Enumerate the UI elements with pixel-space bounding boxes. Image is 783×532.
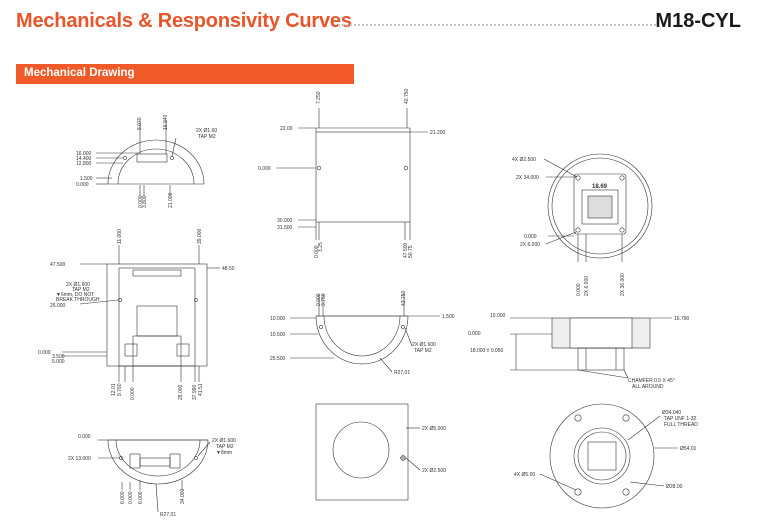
v4-dim-b1: 12.01: [111, 383, 117, 396]
v1-dim-l2: 14.400: [76, 156, 92, 162]
v7-dim-l1: 0.000: [78, 434, 91, 440]
v3-dim-top: 2X 34.000: [516, 175, 539, 181]
v2-dim-t2: 40.750: [404, 88, 410, 104]
v5-dim-t1: 0.000: [316, 293, 322, 306]
view-2-side: [276, 108, 428, 240]
v1-dim-l4: 1.500: [80, 176, 93, 182]
v3-dim-b1: 0.000: [576, 283, 582, 296]
v4-dim-b2: 9.760: [117, 383, 123, 396]
view-9-rear-face: [539, 403, 678, 509]
section-header-bar: Mechanical Drawing: [16, 64, 354, 84]
view-8-square: [315, 403, 421, 501]
page-title: Mechanicals & Responsivity Curves: [16, 10, 352, 32]
v4-dim-b3: 0.000: [130, 387, 136, 400]
view-3-sensor-face: [543, 153, 653, 262]
v1-dim-b3: 21.000: [168, 192, 174, 208]
v6-dim-l2: 0.000: [468, 331, 481, 337]
v3-dim-b3: 2X 36.000: [620, 273, 626, 296]
v4-dim-t1: 11.000: [117, 229, 123, 244]
v4-dim-t2: 39.000: [197, 228, 203, 244]
section-label: Mechanical Drawing: [24, 67, 135, 79]
v3-chip-label: 18.69: [592, 184, 608, 190]
v4-tap-3: ▼6mm, DO NOT: [56, 292, 94, 298]
v1-dim-top1: 6.070: [137, 117, 143, 130]
v7-dim-l2: 2X 13.000: [68, 456, 91, 462]
v2-dim-t1: 7.250: [316, 91, 322, 104]
v6-dim-l3: 18.000 ± 0.050: [470, 348, 504, 354]
v4-dim-l4: 3.500: [52, 354, 65, 360]
v4-dim-l2: 26.000: [50, 303, 66, 309]
v4-dim-l3: 0.000: [38, 350, 51, 356]
v4-tap-1: 2X Ø1.600: [66, 282, 90, 288]
v4-dim-l5: 5.000: [52, 359, 65, 365]
v7-dim-b4: 34.000: [180, 488, 186, 504]
v3-dim-l1: 0.000: [524, 234, 537, 240]
v6-chamfer-1: CHAMFER 0.5 X 45°: [628, 378, 675, 384]
v5-dim-l2: 10.500: [270, 332, 286, 338]
v8-callout-1: 2X Ø5.000: [422, 426, 446, 432]
v1-dim-b1: 0.000: [138, 195, 144, 208]
v6-chamfer-2: ALL AROUND: [632, 384, 664, 390]
v9-callout-3: FULL THREAD: [664, 422, 698, 428]
v3-dim-b2: 2X 6.000: [584, 276, 590, 296]
v7-dim-b2: 0.000: [128, 491, 134, 504]
v7-dim-b3: 6.000: [138, 491, 144, 504]
v5-dim-r1: 1.500: [442, 314, 455, 320]
v9-dim-r1: Ø54.01: [680, 446, 697, 452]
v4-tap-2: TAP M2: [72, 287, 90, 293]
v1-dim-l1: 16.000: [76, 151, 92, 157]
v1-tap-callout-2: TAP M2: [198, 134, 216, 140]
v7-tap-1: 2X Ø1.600: [212, 438, 236, 444]
v2-dim-l-top: 22.00: [280, 126, 293, 132]
v6-dim-r1: 16.790: [674, 316, 690, 322]
v4-tap-4: BREAK THROUGH: [56, 297, 100, 303]
v4-dim-r1: 48.50: [222, 266, 235, 272]
v7-dim-b1: 6.000: [120, 491, 126, 504]
v7-radius: R27.01: [160, 512, 176, 518]
v5-dim-t2: 3.750: [321, 293, 327, 306]
v2-dim-l-b2: 31.500: [277, 225, 293, 231]
v1-dim-l5: 0.000: [76, 182, 89, 188]
v5-tap-2: TAP M2: [414, 348, 432, 354]
v4-dim-b5: 37.990: [192, 384, 198, 400]
view-7-bottom-dome: [98, 439, 211, 513]
v5-tap-1: 2X Ø1.600: [412, 342, 436, 348]
v7-tap-3: ▼8mm: [216, 450, 232, 456]
v9-callout-1: Ø34.040: [662, 410, 681, 416]
v9-hole-callout: 4X Ø5.00: [514, 472, 535, 478]
view-6-cross-section: [510, 317, 672, 379]
v5-dim-l1: 10.000: [270, 316, 286, 322]
v7-tap-2: TAP M2: [216, 444, 234, 450]
v2-dim-b4: 50.75: [408, 245, 414, 258]
v2-dim-b1: 0.000: [314, 245, 320, 258]
v2-dim-l-b1: 30.000: [277, 218, 293, 224]
v2-dim-l-mid: 0.000: [258, 166, 271, 172]
v3-dim-l2: 2X 6.000: [520, 242, 540, 248]
v4-dim-b6: 41.51: [198, 383, 204, 396]
v1-tap-callout: 2X Ø1.60: [196, 128, 217, 134]
v2-dim-r-top: 21.200: [430, 130, 446, 136]
v5-radius: R27.01: [394, 370, 410, 376]
v5-dim-t3: 43.750: [401, 290, 407, 306]
view-1-front-dome: [96, 120, 205, 196]
header-dotted-leader: [338, 24, 656, 26]
v3-hole-callout: 4X Ø2.500: [512, 157, 536, 163]
v9-dim-r2: Ø28.00: [666, 484, 683, 490]
v1-dim-top2: 16.940: [163, 114, 169, 130]
v4-dim-b4: 28.000: [178, 384, 184, 400]
v9-callout-2: TAP UNF 1-32: [664, 416, 697, 422]
v5-dim-l3: 25.500: [270, 356, 286, 362]
v8-callout-2: 2X Ø2.500: [422, 468, 446, 474]
v6-dim-l1: 10.000: [490, 313, 506, 319]
v4-dim-l1: 47.500: [50, 262, 66, 268]
v1-dim-b2: 3.800: [142, 195, 148, 208]
v2-dim-b2: 3.25: [318, 242, 324, 252]
view-5-bowl: [290, 294, 440, 373]
v1-dim-l3: 12.800: [76, 161, 92, 167]
view-4-section: [62, 245, 220, 382]
v2-dim-b3: 47.500: [403, 242, 409, 258]
model-number: M18-CYL: [655, 10, 741, 32]
